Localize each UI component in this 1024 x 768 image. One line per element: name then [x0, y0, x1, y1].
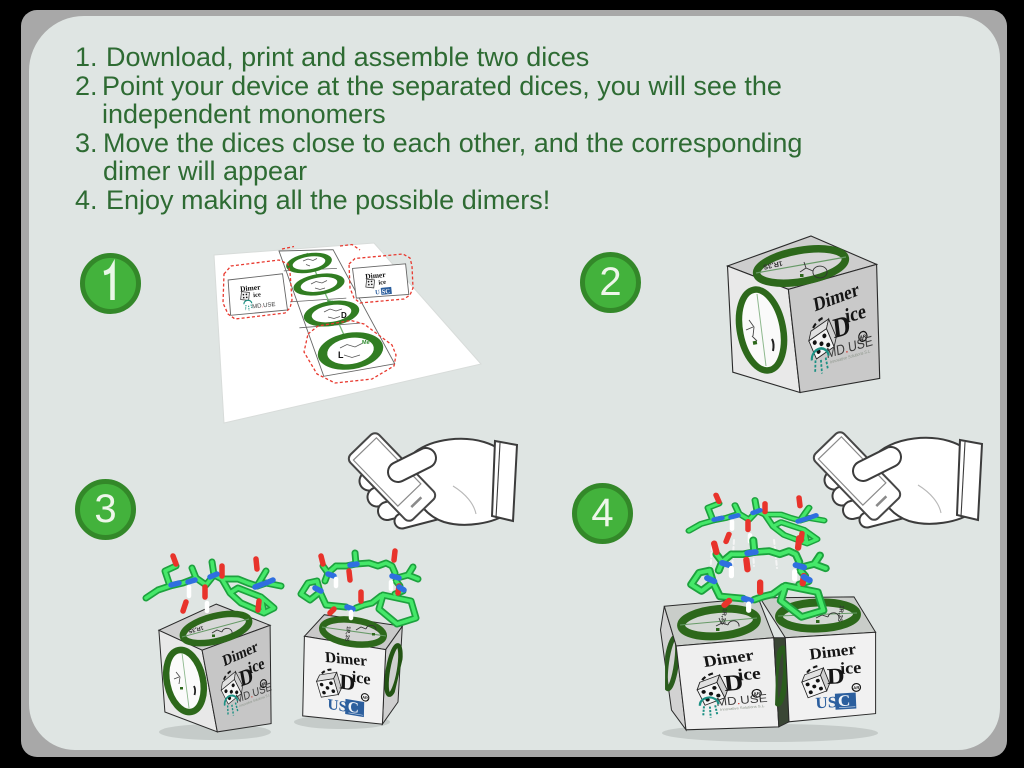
svg-text:1R,3S: 1R,3S — [762, 259, 783, 270]
svg-text:L: L — [338, 350, 344, 360]
svg-text:1R,3S: 1R,3S — [343, 626, 351, 642]
svg-text:Dimer: Dimer — [365, 270, 387, 281]
svg-text:ice: ice — [253, 291, 261, 299]
svg-text:U: U — [375, 289, 381, 296]
svg-text:Me: Me — [327, 299, 334, 304]
svg-text:1R,3S: 1R,3S — [187, 624, 204, 634]
svg-text:Dimer: Dimer — [240, 282, 262, 293]
svg-text:ice: ice — [378, 279, 386, 287]
svg-text:Me: Me — [362, 340, 370, 346]
svg-text:MD.USE: MD.USE — [252, 302, 276, 310]
svg-text:1R,3S: 1R,3S — [836, 605, 844, 622]
svg-text:1R,3S: 1R,3S — [719, 608, 727, 625]
svg-text:D: D — [341, 311, 347, 320]
svg-text:SC: SC — [381, 288, 390, 296]
